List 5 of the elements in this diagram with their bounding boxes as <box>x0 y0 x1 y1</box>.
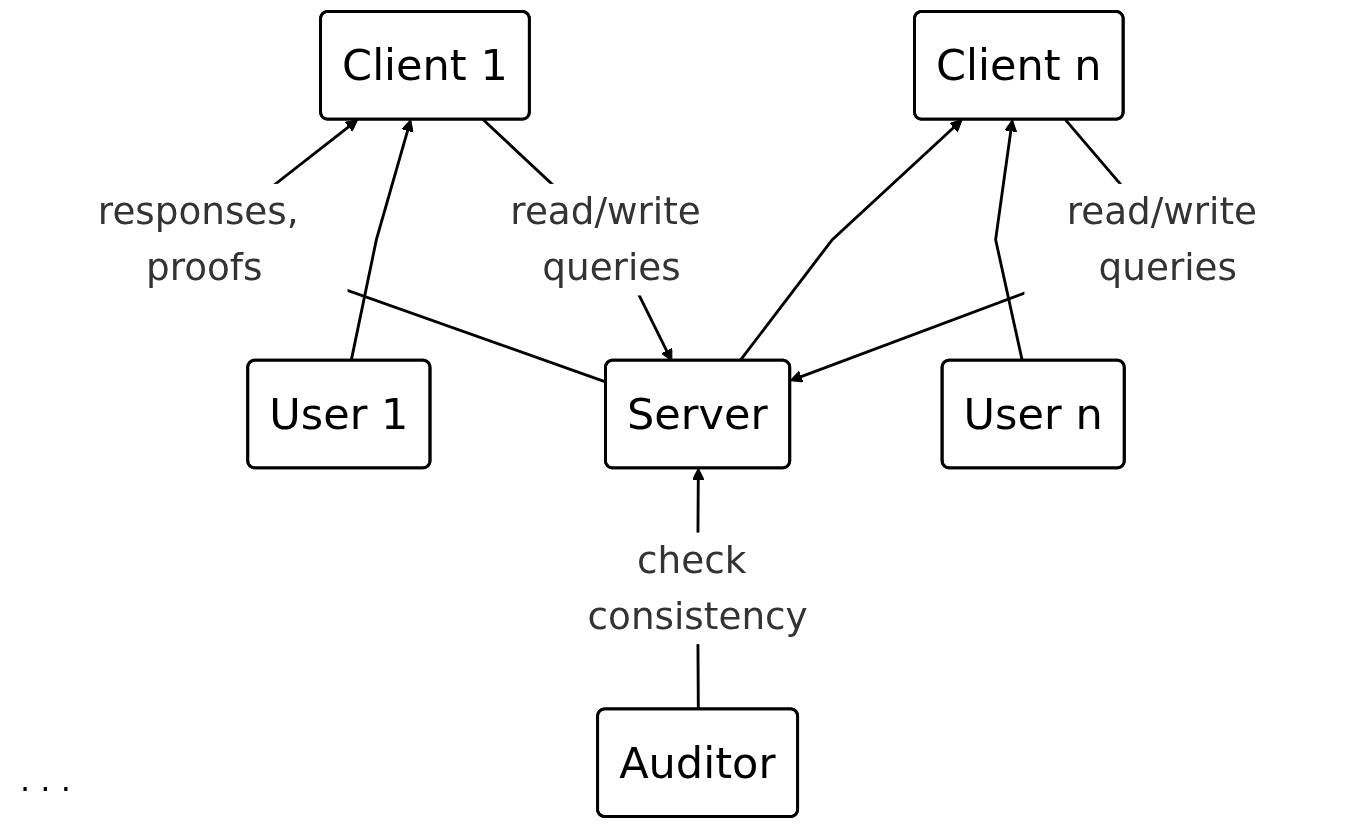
ellipsis-text: · · · <box>20 770 71 808</box>
edge-label: responses, proofs <box>97 189 299 289</box>
edge-label: read/write queries <box>1066 189 1258 289</box>
edge-label: check consistency <box>587 538 808 638</box>
edge-label: read/write queries <box>510 189 701 289</box>
